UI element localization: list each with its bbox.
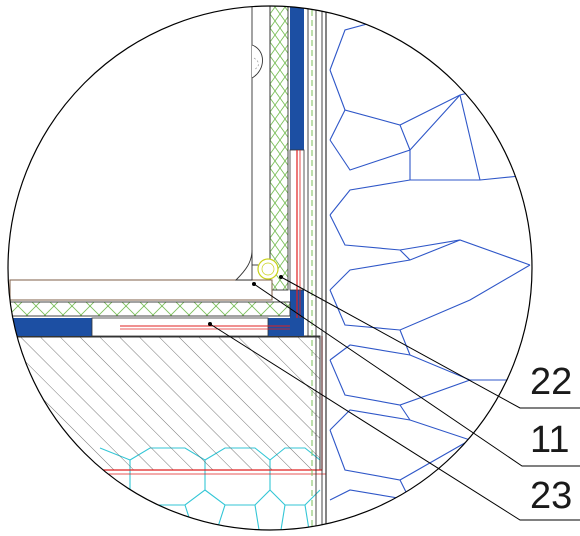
wall-plaster [251, 6, 271, 266]
floor-membrane-left [10, 318, 92, 336]
wall-membrane [290, 6, 304, 150]
floor-screed [9, 279, 273, 301]
callout-label-23: 23 [530, 475, 572, 517]
leader-11 [253, 283, 580, 467]
floor-membrane-right [268, 318, 304, 336]
concrete-slab [9, 335, 321, 471]
corner-fillet [234, 249, 253, 281]
floor-insulation-mesh [9, 301, 291, 317]
wall-insulation-mesh [269, 6, 289, 291]
seal-cord [257, 258, 279, 280]
leader-22 [280, 276, 580, 409]
detail-circle [7, 5, 533, 531]
callout-label-11: 11 [530, 419, 569, 461]
callout-label-22: 22 [530, 361, 572, 403]
detail-content [9, 6, 531, 530]
leader-23 [209, 323, 580, 521]
exterior-insulation-blue [329, 6, 531, 521]
leader-lines [209, 276, 580, 521]
